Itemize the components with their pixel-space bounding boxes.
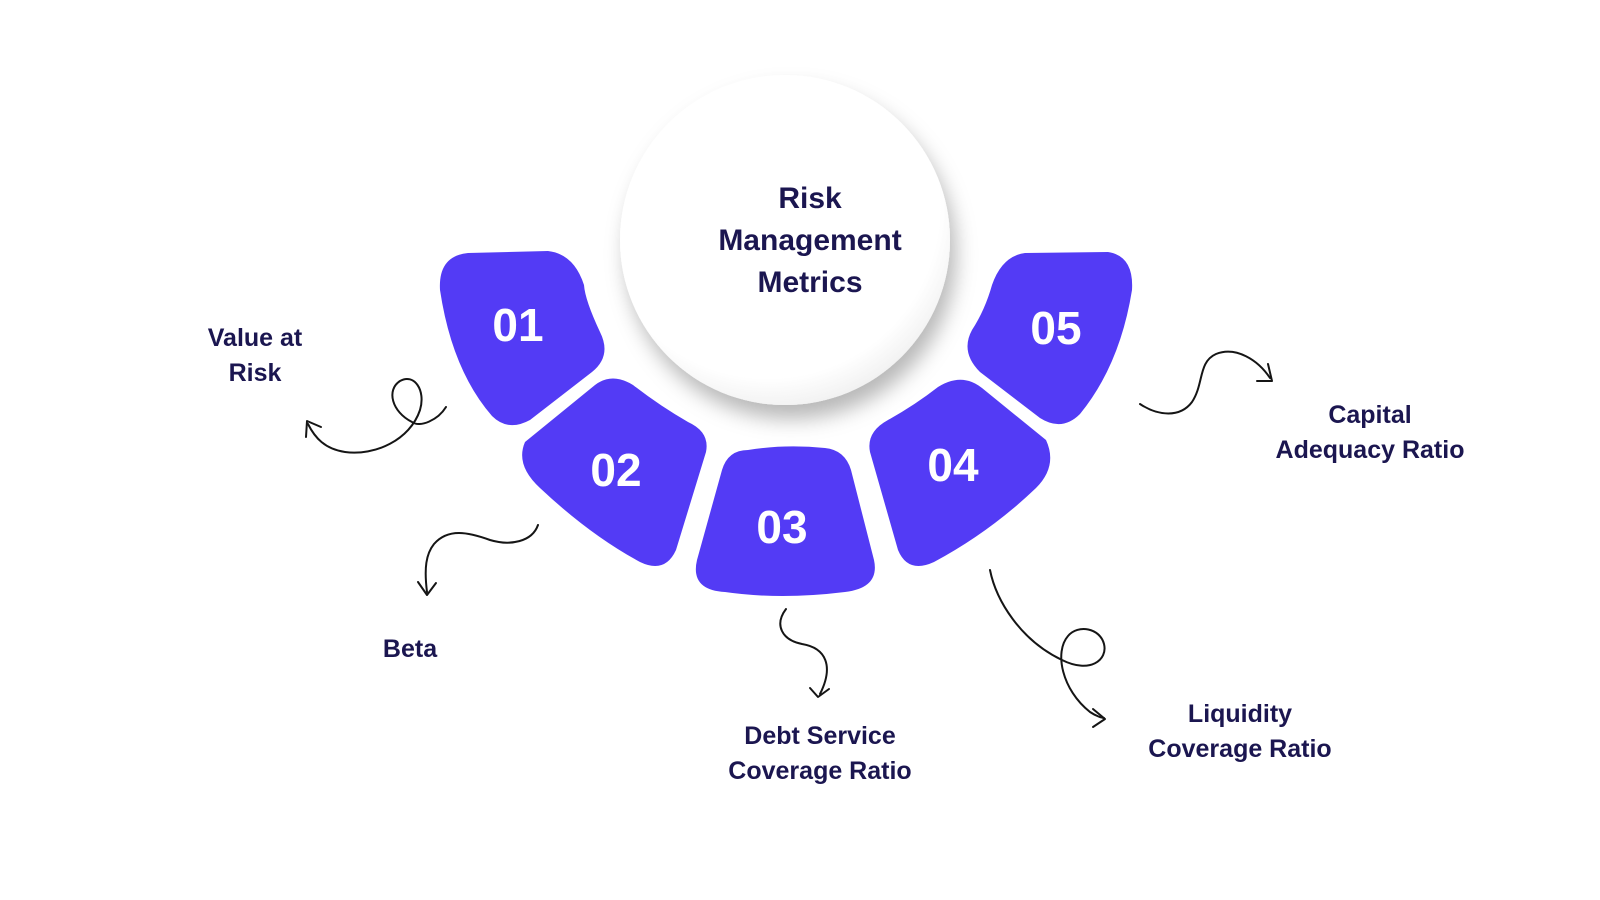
label-capital-adequacy-ratio: Capital Adequacy Ratio (1230, 398, 1510, 468)
label-04-line-1: Liquidity (1187, 700, 1293, 728)
label-02-line-1: Beta (382, 635, 438, 663)
label-05-line-2: Adequacy Ratio (1275, 436, 1465, 464)
label-beta: Beta (350, 632, 470, 667)
segment-03-shape (695, 446, 875, 596)
label-01-line-2: Risk (228, 359, 282, 387)
label-05-line-1: Capital (1328, 401, 1412, 429)
segment-02-shape (522, 378, 707, 566)
title-line-1: Risk (778, 182, 842, 215)
segment-05-shape (967, 252, 1133, 425)
segment-04-number: 04 (927, 439, 979, 491)
segment-01-number: 01 (492, 299, 543, 351)
title-line-2: Management (718, 224, 902, 257)
center-circle (620, 75, 950, 405)
arrow-04 (989, 569, 1106, 728)
segment-05-number: 05 (1030, 302, 1081, 354)
label-liquidity-coverage-ratio: Liquidity Coverage Ratio (1110, 697, 1370, 767)
segment-05: 05 (967, 252, 1133, 425)
segment-03-number: 03 (756, 501, 807, 553)
segment-02-number: 02 (590, 444, 641, 496)
label-value-at-risk: Value at Risk (160, 321, 350, 391)
arrow-01 (305, 378, 447, 454)
arrow-05 (1139, 350, 1273, 415)
label-debt-service-coverage-ratio: Debt Service Coverage Ratio (690, 719, 950, 789)
diagram-title: Risk Management Metrics (640, 178, 980, 304)
arrow-02 (417, 524, 539, 596)
segment-04: 04 (869, 379, 1051, 566)
label-03-line-1: Debt Service (744, 722, 896, 750)
segment-02: 02 (522, 378, 707, 566)
segment-01: 01 (439, 251, 605, 426)
arrow-03 (779, 608, 830, 698)
label-04-line-2: Coverage Ratio (1148, 735, 1332, 763)
segment-04-shape (869, 379, 1051, 566)
segment-01-shape (439, 251, 605, 426)
label-01-line-1: Value at (207, 324, 303, 352)
title-line-3: Metrics (757, 266, 863, 299)
label-03-line-2: Coverage Ratio (728, 757, 912, 785)
segment-03: 03 (695, 446, 875, 596)
